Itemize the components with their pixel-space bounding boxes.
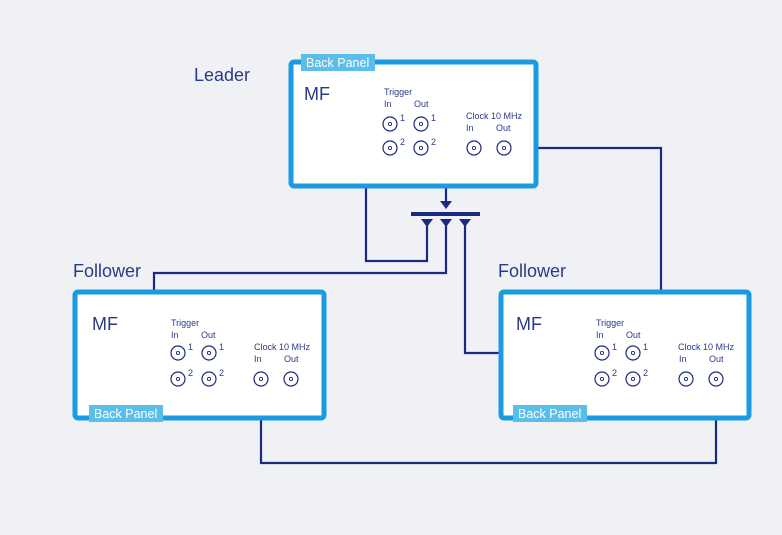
wires: [152, 122, 718, 465]
leader-clock-out-label: Out: [496, 123, 511, 133]
follower-left-trigger-title: Trigger: [171, 318, 199, 328]
leader-trigger-in-label: In: [384, 99, 392, 109]
wire-follower-right-clock-out-to-follower-left-clock-in: [259, 385, 718, 465]
leader-role-label: Leader: [194, 65, 250, 85]
follower-right-trigger-out-1-connector[interactable]: [625, 345, 641, 361]
follower-right-trigger-out-2-connector[interactable]: [625, 371, 641, 387]
leader-trigger-in-2-number: 2: [400, 137, 405, 147]
follower-right-trigger-in-1-number: 1: [612, 342, 617, 352]
leader-trigger-in-1-connector[interactable]: [382, 116, 398, 132]
leader-trigger-out-2-number: 2: [431, 137, 436, 147]
follower-left-trigger-in-1-connector[interactable]: [170, 345, 186, 361]
follower-left-trigger-in-1-number: 1: [188, 342, 193, 352]
leader-clock-in-label: In: [466, 123, 474, 133]
follower-left-clock-title: Clock 10 MHz: [254, 342, 311, 352]
follower-right-clock-in-connector[interactable]: [678, 371, 694, 387]
follower-right-trigger-in-2-number: 2: [612, 368, 617, 378]
follower-left-trigger-in-2-number: 2: [188, 368, 193, 378]
follower-right-trigger-out-label: Out: [626, 330, 641, 340]
leader-trigger-out-1-connector[interactable]: [413, 116, 429, 132]
follower-left-back-panel-badge: [89, 405, 163, 422]
follower-left-trigger-out-2-connector[interactable]: [201, 371, 217, 387]
follower-left-device-name: MF: [92, 314, 118, 334]
follower-left-trigger-out-1-number: 1: [219, 342, 224, 352]
follower-left-clock-out-connector[interactable]: [283, 371, 299, 387]
follower-right-trigger-in-2-connector[interactable]: [594, 371, 610, 387]
follower-right-role-label: Follower: [498, 261, 566, 281]
follower-left-clock-in-connector[interactable]: [253, 371, 269, 387]
follower-right-device: Back Panel MF Trigger In Out 1 1 2 2 Clo…: [498, 289, 752, 422]
follower-right-trigger-out-2-number: 2: [643, 368, 648, 378]
leader-trigger-title: Trigger: [384, 87, 412, 97]
follower-left-role-label: Follower: [73, 261, 141, 281]
follower-right-clock-out-label: Out: [709, 354, 724, 364]
follower-right-back-panel-label: Back Panel: [518, 407, 581, 421]
follower-left-trigger-out-label: Out: [201, 330, 216, 340]
follower-right-back-panel-badge: [513, 405, 587, 422]
leader-back-panel-badge: [301, 54, 375, 71]
follower-left-clock-in-label: In: [254, 354, 262, 364]
leader-trigger-in-2-connector[interactable]: [382, 140, 398, 156]
follower-left-device: Back Panel MF Trigger In Out 1 1 2 2 Clo…: [72, 289, 327, 422]
leader-trigger-out-2-connector[interactable]: [413, 140, 429, 156]
follower-left-trigger-out-1-connector[interactable]: [201, 345, 217, 361]
splitter-output-arrow-3: [459, 219, 471, 227]
leader-clock-out-connector[interactable]: [496, 140, 512, 156]
follower-left-trigger-in-label: In: [171, 330, 179, 340]
trigger-splitter: [411, 201, 480, 227]
follower-right-trigger-in-1-connector[interactable]: [594, 345, 610, 361]
leader-trigger-in-1-number: 1: [400, 113, 405, 123]
follower-left-trigger-out-2-number: 2: [219, 368, 224, 378]
leader-clock-title: Clock 10 MHz: [466, 111, 523, 121]
follower-left-back-panel-label: Back Panel: [94, 407, 157, 421]
follower-right-trigger-in-label: In: [596, 330, 604, 340]
follower-right-clock-out-connector[interactable]: [708, 371, 724, 387]
follower-right-trigger-out-1-number: 1: [643, 342, 648, 352]
leader-clock-in-connector[interactable]: [466, 140, 482, 156]
follower-right-clock-in-label: In: [679, 354, 687, 364]
leader-trigger-out-label: Out: [414, 99, 429, 109]
leader-device: Back Panel MF Trigger In Out 1 1 2 2 Clo…: [288, 54, 539, 189]
leader-trigger-out-1-number: 1: [431, 113, 436, 123]
leader-back-panel-label: Back Panel: [306, 56, 369, 70]
follower-right-trigger-title: Trigger: [596, 318, 624, 328]
follower-left-trigger-in-2-connector[interactable]: [170, 371, 186, 387]
splitter-output-arrow-2: [440, 219, 452, 227]
splitter-output-arrow-1: [421, 219, 433, 227]
leader-device-name: MF: [304, 84, 330, 104]
splitter-input-arrow: [440, 201, 452, 209]
splitter-bar: [411, 212, 480, 216]
follower-right-clock-title: Clock 10 MHz: [678, 342, 735, 352]
follower-right-device-name: MF: [516, 314, 542, 334]
follower-left-clock-out-label: Out: [284, 354, 299, 364]
